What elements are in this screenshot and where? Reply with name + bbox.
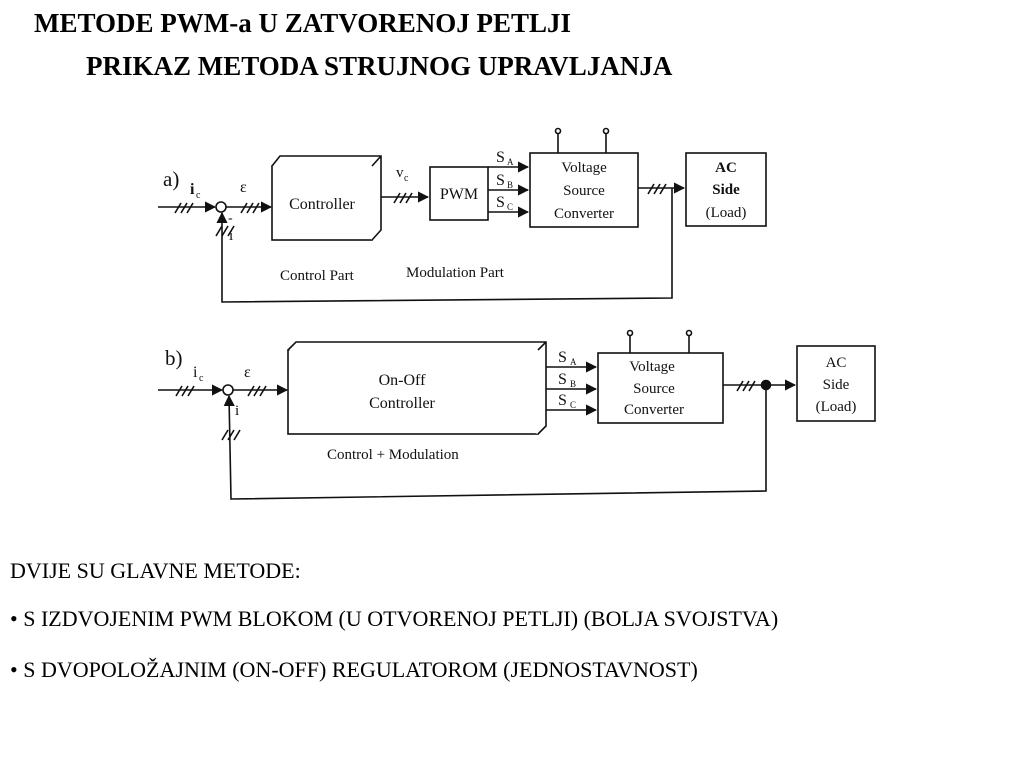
- b-controller-box-depth: [287, 341, 547, 435]
- b-ac-line2: Side: [823, 377, 850, 393]
- b-summing-junction: [222, 384, 234, 396]
- a-sc-s: S: [496, 194, 505, 211]
- a-pwm-box: [429, 166, 489, 221]
- a-minus-label: -: [228, 211, 233, 226]
- slide-title-line2: PRIKAZ METODA STRUJNOG UPRAVLJANJA: [86, 51, 673, 81]
- b-ac-line1: AC: [826, 355, 847, 371]
- a-vsc-line1: Voltage: [561, 160, 607, 176]
- a-input-sub: c: [196, 190, 201, 201]
- b-sb-s: S: [558, 371, 567, 388]
- a-input-label: i: [190, 181, 195, 198]
- diagram-a: [158, 127, 767, 303]
- a-vsc-line2: Source: [563, 183, 605, 199]
- b-feedback-hash: [221, 429, 241, 441]
- b-error-hash: [247, 385, 267, 397]
- a-sa-s: S: [496, 149, 505, 166]
- a-error-hash: [240, 202, 260, 214]
- b-feedback-loop: [223, 385, 767, 500]
- method-bullet-onoff: • S DVOPOLOŽAJNIM (ON-OFF) REGULATOROM (…: [10, 657, 698, 682]
- b-vsc-line3: Converter: [624, 402, 684, 418]
- a-control-part-label: Control Part: [280, 268, 355, 284]
- a-ac-line3: (Load): [706, 205, 747, 221]
- a-sa-sub: A: [507, 157, 514, 167]
- b-input-label: i: [193, 364, 198, 381]
- a-input-hash: [174, 202, 194, 214]
- b-sa-s: S: [558, 349, 567, 366]
- b-ac-box: [796, 345, 876, 422]
- method-bullet-pwm: • S IZDVOJENIM PWM BLOKOM (U OTVORENOJ P…: [10, 606, 779, 631]
- a-sb-sub: B: [507, 180, 513, 190]
- diagram-b: [158, 329, 876, 500]
- a-feedback-hash: [215, 225, 235, 237]
- b-sc-sub: C: [570, 400, 576, 410]
- a-vc-sub: c: [404, 173, 409, 184]
- a-controller-label: Controller: [289, 196, 355, 213]
- a-dc-terminal-2-dot: [602, 127, 610, 135]
- b-vsc-line1: Voltage: [629, 359, 675, 375]
- a-modulation-part-label: Modulation Part: [406, 265, 505, 281]
- b-vsc-line2: Source: [633, 381, 675, 397]
- b-control-modulation-label: Control + Modulation: [327, 447, 459, 463]
- b-sc-s: S: [558, 392, 567, 409]
- a-vc-hash: [393, 192, 413, 204]
- a-summing-junction: [215, 201, 227, 213]
- b-ac-line3: (Load): [816, 399, 857, 415]
- a-dc-terminal-1-dot: [554, 127, 562, 135]
- a-sb-s: S: [496, 172, 505, 189]
- a-controller-box-depth: [271, 155, 382, 241]
- b-input-hash: [175, 385, 195, 397]
- a-vsc-box: [529, 152, 639, 228]
- a-ac-line2: Side: [712, 182, 740, 198]
- b-sa-sub: A: [570, 357, 577, 367]
- a-vsc-line3: Converter: [554, 206, 614, 222]
- a-error-label: ε: [240, 179, 247, 196]
- b-controller-line1: On-Off: [379, 372, 426, 389]
- b-dc-terminal-2-dot: [685, 329, 693, 337]
- b-output-hash: [736, 380, 756, 392]
- a-output-hash: [647, 183, 667, 195]
- a-ac-line1: AC: [715, 160, 737, 176]
- a-sc-sub: C: [507, 202, 513, 212]
- b-sb-sub: B: [570, 379, 576, 389]
- a-label: a): [163, 167, 179, 191]
- a-ac-box: [685, 152, 767, 227]
- b-feedback-label: i: [235, 403, 239, 419]
- a-pwm-label: PWM: [440, 186, 478, 203]
- b-vsc-box: [597, 352, 724, 424]
- methods-intro: DVIJE SU GLAVNE METODE:: [10, 558, 301, 583]
- b-label: b): [165, 346, 183, 370]
- b-input-sub: c: [199, 373, 204, 384]
- a-feedback-loop: [216, 188, 673, 303]
- b-dc-terminal-1-dot: [626, 329, 634, 337]
- b-controller-line2: Controller: [369, 395, 435, 412]
- a-vc-label: v: [396, 165, 404, 181]
- slide-title-line1: METODE PWM-a U ZATVORENOJ PETLJI: [34, 8, 571, 38]
- a-feedback-label: i: [229, 228, 233, 244]
- b-error-label: ε: [244, 364, 251, 381]
